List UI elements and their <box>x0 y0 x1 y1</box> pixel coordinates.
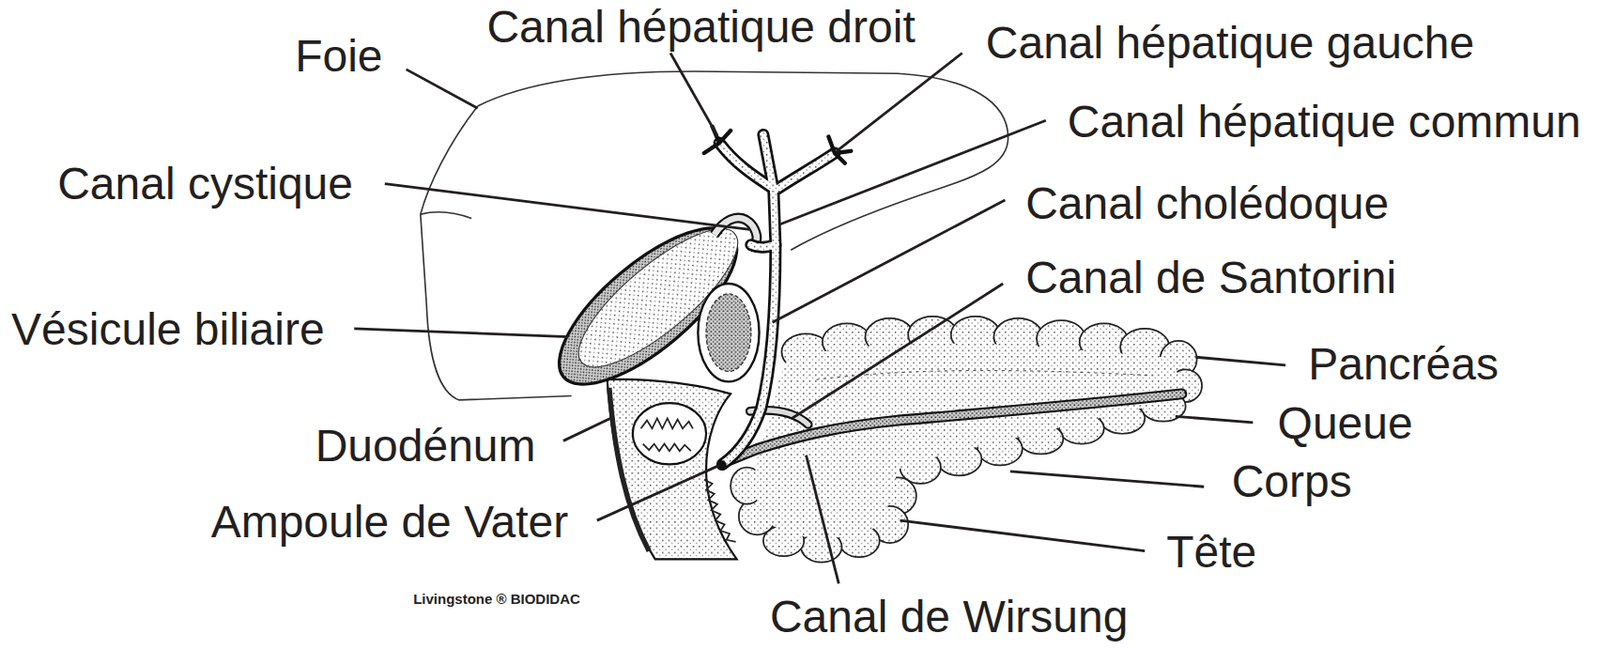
drawing-part <box>777 153 835 189</box>
part-label: Vésicule biliaire <box>11 305 325 355</box>
drawing-part <box>560 208 756 387</box>
pancreatic-ducts <box>726 393 1183 462</box>
drawing-part <box>632 402 707 464</box>
drawing-part <box>670 52 718 136</box>
drawing-part <box>706 293 752 372</box>
gallbladder <box>536 202 760 411</box>
duodenum <box>607 379 738 560</box>
part-label: Canal hépatique droit <box>486 2 915 53</box>
drawing-part <box>899 520 1145 552</box>
drawing-part <box>836 52 963 151</box>
part-label: Canal cholédoque <box>1025 179 1389 230</box>
drawing-part <box>420 212 472 219</box>
drawing-part <box>777 153 835 189</box>
part-label: Canal de Wirsung <box>769 592 1129 643</box>
drawing-part <box>726 393 1183 462</box>
drawing-part <box>477 71 1009 250</box>
drawing-part <box>751 245 776 248</box>
drawing-part <box>1175 415 1254 423</box>
drawing-part <box>597 464 720 521</box>
drawing-part <box>726 393 1183 462</box>
drawing-part <box>384 184 751 231</box>
drawing-part <box>1196 356 1287 366</box>
part-label: Canal hépatique gauche <box>985 17 1475 68</box>
part-label: Canal de Santorini <box>1025 252 1397 303</box>
part-label: Ampoule de Vater <box>211 497 570 548</box>
drawing-part <box>563 417 611 441</box>
drawing-part <box>791 283 1003 418</box>
drawing-part <box>751 245 776 248</box>
part-label: Canal hépatique commun <box>1067 97 1582 148</box>
drawing-part <box>1010 471 1204 487</box>
drawing-part <box>607 379 738 560</box>
drawing-part <box>722 134 775 464</box>
drawing-part <box>641 417 693 451</box>
drawing-part <box>779 120 1047 225</box>
drawing-part <box>536 202 760 411</box>
drawing-part <box>406 69 478 108</box>
part-label: Pancréas <box>1307 339 1499 390</box>
bile-ducts <box>704 126 851 471</box>
drawing-part <box>697 283 759 382</box>
drawing-part <box>704 126 851 164</box>
part-label: Duodénum <box>315 420 537 471</box>
part-label: Queue <box>1277 399 1414 449</box>
part-label: Canal cystique <box>57 158 354 209</box>
drawing-part <box>353 328 569 338</box>
drawing-part <box>754 343 1179 539</box>
watermark: Livingstone ® BIODIDAC <box>413 591 581 608</box>
part-label: Tête <box>1166 527 1257 578</box>
drawing-part <box>420 106 572 400</box>
drawing-part <box>806 455 840 585</box>
part-label: Foie <box>294 30 383 81</box>
part-label: Corps <box>1231 457 1353 508</box>
